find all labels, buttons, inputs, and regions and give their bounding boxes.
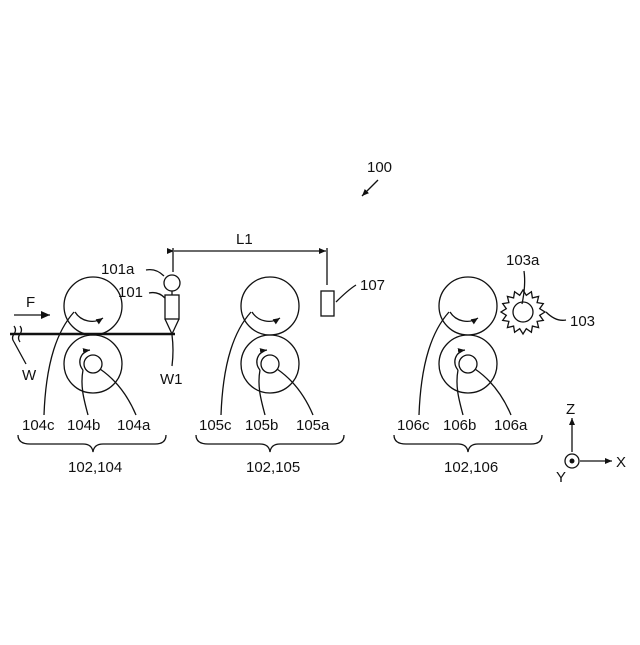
group-label-106: 102,106 xyxy=(444,459,498,476)
head-tip-label: 101a xyxy=(101,261,135,278)
leader-104c xyxy=(44,312,74,415)
assembly-label: 100 xyxy=(367,159,392,176)
leader-106a xyxy=(475,369,511,415)
upper-roller-104 xyxy=(64,277,122,335)
leader-104a xyxy=(100,369,136,415)
head-nozzle xyxy=(165,319,179,334)
rotation-arrow-upper-106 xyxy=(450,312,478,321)
head-leader xyxy=(149,293,165,298)
y-axis-dot xyxy=(570,459,575,464)
gear-label: 103 xyxy=(570,313,595,330)
upper-roller-105 xyxy=(241,277,299,335)
brace-104 xyxy=(18,435,166,452)
leader-106c xyxy=(419,312,449,415)
shaft-104 xyxy=(84,355,102,373)
rotation-arrow-upper-105 xyxy=(252,312,280,321)
leader-105a xyxy=(277,369,313,415)
shaft-106 xyxy=(459,355,477,373)
y-axis-label: Y xyxy=(556,469,566,486)
sensor-leader xyxy=(336,285,356,302)
web-label: W xyxy=(22,367,37,384)
gear-leader xyxy=(546,312,566,320)
label-105a: 105a xyxy=(296,417,330,434)
flow-label: F xyxy=(26,294,35,311)
assembly-leader-arrow xyxy=(362,180,378,196)
brace-105 xyxy=(196,435,344,452)
sensor-107 xyxy=(321,291,334,316)
label-106a: 106a xyxy=(494,417,528,434)
shaft-105 xyxy=(261,355,279,373)
group-label-104: 102,104 xyxy=(68,459,122,476)
sensor-label: 107 xyxy=(360,277,385,294)
station-105 xyxy=(241,277,299,393)
lower-roller-105 xyxy=(241,335,299,393)
leader-105c xyxy=(221,312,251,415)
label-105b: 105b xyxy=(245,417,278,434)
label-106b: 106b xyxy=(443,417,476,434)
rotation-arrow-upper-104 xyxy=(75,312,103,321)
gear-tip-leader xyxy=(522,271,525,304)
head-101 xyxy=(164,275,180,334)
head-label: 101 xyxy=(118,284,143,301)
head-tip-ball xyxy=(164,275,180,291)
web-point-leader xyxy=(172,335,173,366)
lower-roller-106 xyxy=(439,335,497,393)
x-axis-label: X xyxy=(616,454,626,471)
web-leader xyxy=(14,342,26,364)
z-axis-label: Z xyxy=(566,401,575,418)
gear-hub xyxy=(513,302,533,322)
label-104c: 104c xyxy=(22,417,55,434)
gear-tip-label: 103a xyxy=(506,252,540,269)
brace-106 xyxy=(394,435,542,452)
head-tip-leader xyxy=(146,270,164,276)
upper-roller-106 xyxy=(439,277,497,335)
web-point-label: W1 xyxy=(160,371,183,388)
head-body xyxy=(165,295,179,319)
label-106c: 106c xyxy=(397,417,430,434)
label-105c: 105c xyxy=(199,417,232,434)
distance-label: L1 xyxy=(236,231,253,248)
label-104a: 104a xyxy=(117,417,151,434)
station-106 xyxy=(439,277,497,393)
lower-roller-104 xyxy=(64,335,122,393)
coordinate-axes: Z X Y xyxy=(556,401,626,486)
group-label-105: 102,105 xyxy=(246,459,300,476)
label-104b: 104b xyxy=(67,417,100,434)
